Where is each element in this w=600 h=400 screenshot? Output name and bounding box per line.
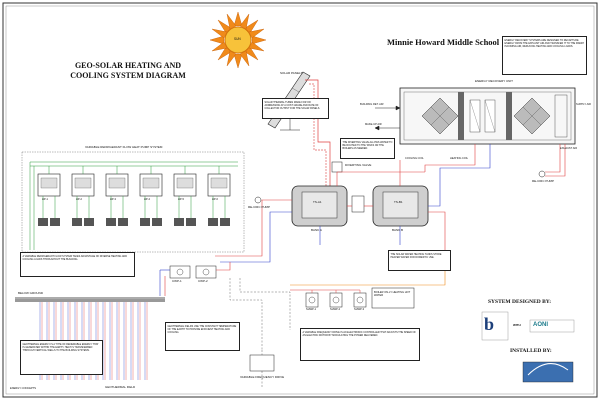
eru-air-lines xyxy=(374,105,401,131)
solar-pump-unit xyxy=(353,290,367,308)
heat-pump-label: HP-1 xyxy=(42,198,48,201)
geothermal-note: GEOTHERMAL ENERGY IS A TYPE OF RENEWABLE… xyxy=(20,340,103,375)
sun-icon xyxy=(209,11,267,69)
solar-pump-piping xyxy=(290,265,446,291)
tank-a-label: TS-A1 xyxy=(313,200,322,204)
aeon-logo xyxy=(529,319,575,333)
ground-line xyxy=(15,297,165,302)
boiler-label: BOILER ON-LY HEATING HOT WATER xyxy=(374,291,411,297)
diverting-valve-label: DIVERTING VALVE xyxy=(345,163,372,167)
building-return-label: BUILDING RET. AIR xyxy=(360,103,384,106)
heating-coil-label: HEATING COIL xyxy=(450,157,469,160)
heat-pump-label: HP-2 xyxy=(76,198,82,201)
school-name: Minnie Howard Middle School xyxy=(387,37,500,47)
tank-b-label: TS-B1 xyxy=(394,200,403,204)
vrf-system-label: VARIABLE REFRIGERANT FLOW HEAT PUMP SYST… xyxy=(85,145,163,149)
solar-pump-label: SHWP-3 xyxy=(354,308,365,311)
tank-note: THE SOLAR WATER HEATING TANKS STORE HEAT… xyxy=(388,250,451,271)
title-line-1: GEO-SOLAR HEATING AND xyxy=(74,61,182,70)
geothermal-pumps xyxy=(169,265,217,279)
supply-air-label: SUPPLY AIR xyxy=(576,103,591,106)
diverting-valve xyxy=(331,161,343,173)
heat-pump-label: HP-4 xyxy=(144,198,150,201)
recirc-pump-icon xyxy=(538,170,546,178)
recirc-pump-b-label: RE-CIRC PUMP xyxy=(532,179,555,183)
heat-pump-unit xyxy=(139,166,163,226)
storage-tank-a xyxy=(291,185,348,227)
storage-tank-b xyxy=(372,185,429,227)
geothermal-well xyxy=(123,302,127,380)
title-line-2: COOLING SYSTEM DIAGRAM xyxy=(70,71,186,80)
geothermal-well xyxy=(116,302,120,380)
solar-pump-unit xyxy=(329,290,343,308)
geothermal-field-note: GEOTHERMAL FIELDS USE THE CONSTANT TEMPE… xyxy=(165,322,240,351)
aeon-logo-text: AONI xyxy=(533,322,548,328)
heat-pump-unit xyxy=(71,166,95,226)
vrf-system-frame xyxy=(21,151,245,253)
solar-note: SOLAR THERMAL TUBES MADE FOR OR ADDRESSI… xyxy=(262,98,329,119)
energy-recovery-unit xyxy=(399,87,576,145)
vfd-note: A VARIABLE FREQUENCY DRIVE IS AN ELECTRO… xyxy=(300,328,420,361)
vfd-box xyxy=(249,354,275,372)
cooling-coil-label: COOLING COIL xyxy=(405,157,424,160)
heat-pump-group xyxy=(37,166,231,226)
eru-note: ENERGY RECOVERY SYSTEMS ARE DESIGNED TO … xyxy=(502,36,587,75)
heat-pump-unit xyxy=(173,166,197,226)
below-ground-label: BELOW GROUND xyxy=(18,291,44,295)
heat-exchanger xyxy=(351,195,365,213)
geothermal-header-piping xyxy=(159,262,231,296)
solar-pump-label: SHWP-1 xyxy=(306,308,317,311)
recirc-pump-a-label: RE-CIRC PUMP xyxy=(248,205,271,209)
heat-pump-unit xyxy=(37,166,61,226)
geothermal-well xyxy=(137,302,141,380)
exhaust-air-label: EXHAUST AIR xyxy=(560,147,578,150)
geothermal-well xyxy=(102,302,106,380)
solar-pumps xyxy=(305,290,367,308)
inner-border xyxy=(5,5,595,395)
bank-b-label: BANK B xyxy=(392,228,404,232)
sun-label: SUN xyxy=(234,37,241,41)
recirc-pump-a-icon xyxy=(254,196,262,204)
geothermal-well xyxy=(109,302,113,380)
vrf-refrigerant-lines xyxy=(29,161,238,250)
cwp2-label: CWP-2 xyxy=(198,279,208,283)
solar-piping xyxy=(305,79,331,188)
vrf-note: A VARIABLE REFRIGERANT FLOW SYSTEM TAKES… xyxy=(20,252,135,277)
cwp1-label: CWP-1 xyxy=(172,279,182,283)
geothermal-well xyxy=(144,302,148,380)
b2-logo xyxy=(481,311,509,341)
boiler-box xyxy=(371,287,415,309)
heat-pump-label: HP-5 xyxy=(178,198,184,201)
diverting-note: THE DIVERTING VALVE ALLOWS WATER TO BE R… xyxy=(340,138,395,159)
makeup-air-label: MAKE-UP AIR xyxy=(365,123,382,126)
heat-pump-label: HP-6 xyxy=(212,198,218,201)
designed-by-label: SYSTEM DESIGNED BY: xyxy=(488,299,552,305)
heat-pump-unit xyxy=(105,166,129,226)
solar-pump-unit xyxy=(305,290,319,308)
eru-label: ENERGY RECOVERY UNIT xyxy=(475,79,514,83)
eru-coil-piping xyxy=(424,144,566,177)
vfd-label: VARIABLE FREQUENCY DRIVE xyxy=(240,375,285,379)
geothermal-field-label: GEOTHERMAL FIELD xyxy=(105,385,136,389)
footer-label: ENERGY CONCEPTS xyxy=(10,387,37,390)
heat-pump-label: HP-3 xyxy=(110,198,116,201)
tank-piping xyxy=(215,160,446,265)
solar-panels-label: SOLAR PANELS xyxy=(280,71,303,75)
heat-pump-unit xyxy=(207,166,231,226)
installer-logo xyxy=(522,361,574,383)
b2-logo-text: b xyxy=(484,314,495,334)
geothermal-well xyxy=(130,302,134,380)
installed-by-label: INSTALLED BY: xyxy=(510,348,552,354)
bank-a-label: BANK A xyxy=(311,228,322,232)
with-label: WITH xyxy=(513,323,521,327)
solar-pump-label: SHWP-2 xyxy=(330,308,341,311)
